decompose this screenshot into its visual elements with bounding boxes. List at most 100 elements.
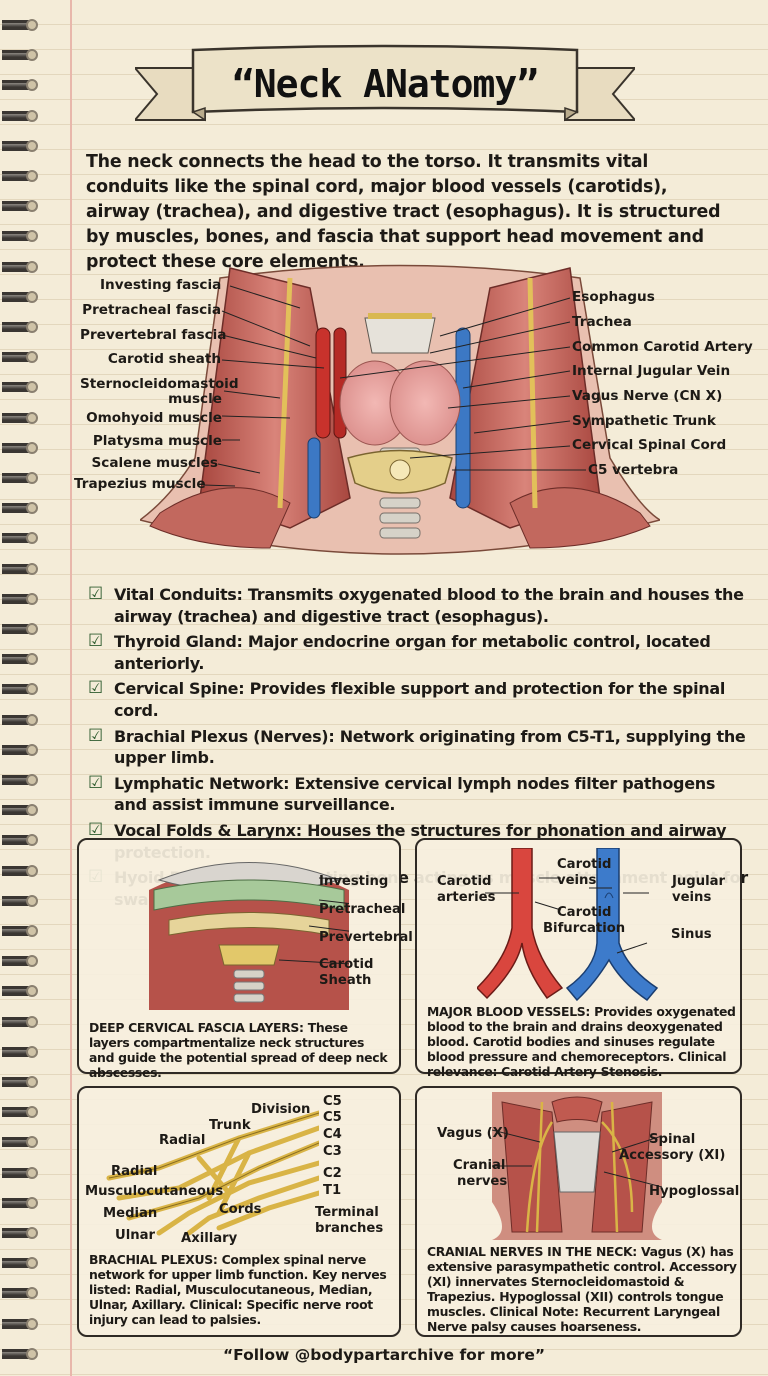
- label-platysma-muscle: Platysma muscle: [92, 433, 222, 449]
- label-investing: Investing: [319, 874, 389, 889]
- fascia-layers-illustration: [149, 862, 349, 1010]
- label-pretracheal: Pretracheal: [319, 902, 406, 917]
- checklist-item: ☑Brachial Plexus (Nerves): Network origi…: [88, 726, 748, 769]
- binding-hole: [26, 1227, 38, 1239]
- label-prevertebral-fascia: Prevertebral fascia: [80, 327, 227, 343]
- caption-text: Provides oxygenated blood to the brain a…: [427, 1004, 736, 1079]
- binding-hole: [26, 623, 38, 635]
- label-c4: C4: [323, 1127, 342, 1142]
- checklist-desc: Transmits oxygenated blood to the brain …: [114, 585, 744, 626]
- binding-hole: [26, 1166, 38, 1179]
- binding-hole: [26, 1136, 38, 1149]
- binding-hole: [26, 19, 38, 31]
- label-carotid-veins-1: Carotid: [557, 857, 612, 872]
- binding-hole: [26, 864, 38, 877]
- panel-brachial-plexus: Division Trunk Radial Radial Musculocuta…: [77, 1086, 401, 1337]
- checklist-term: Vocal Folds & Larynx:: [114, 820, 302, 840]
- binding-hole: [26, 200, 38, 213]
- label-investing-fascia: Investing fascia: [100, 277, 222, 293]
- binding-hole: [26, 532, 38, 545]
- checklist-term: Vital Conduits:: [114, 585, 243, 604]
- label-carotid-veins-2: veins: [557, 873, 597, 888]
- title-banner: “Neck ANatomy”: [132, 40, 638, 130]
- binding-hole: [26, 290, 38, 303]
- panel-cranial-nerves: Vagus (X) Cranial nerves Spinal Accessor…: [415, 1086, 742, 1337]
- caption-term: BRACHIAL PLEXUS:: [89, 1252, 218, 1267]
- binding-hole: [26, 1196, 38, 1209]
- caption-plexus: BRACHIAL PLEXUS: Complex spinal nerve ne…: [89, 1252, 394, 1327]
- binding-hole: [26, 834, 38, 847]
- binding-hole: [26, 592, 38, 605]
- label-axillary: Axillary: [181, 1231, 238, 1246]
- binding-hole: [26, 713, 38, 726]
- label-sheath: Sheath: [319, 973, 372, 988]
- neck-illustration: [138, 264, 662, 555]
- checklist-item-text: Vital Conduits: Transmits oxygenated blo…: [114, 584, 748, 627]
- label-carotid-arteries-2: arteries: [437, 890, 496, 905]
- label-radial-top: Radial: [159, 1133, 206, 1148]
- label-spinal: Spinal: [649, 1132, 696, 1147]
- label-carotid-sheath: Carotid sheath: [107, 351, 221, 367]
- binding-hole: [26, 502, 38, 515]
- checklist-item-text: Thyroid Gland: Major endocrine organ for…: [114, 631, 748, 674]
- checklist-item-text: Brachial Plexus (Nerves): Network origin…: [114, 726, 748, 769]
- label-division: Division: [251, 1102, 311, 1117]
- caption-term: CRANIAL NERVES IN THE NECK:: [427, 1244, 637, 1259]
- binding-hole: [26, 774, 38, 786]
- binding-hole: [26, 139, 38, 152]
- caption-text: Vagus (X) has extensive parasympathetic …: [427, 1244, 737, 1334]
- binding-hole: [26, 351, 38, 364]
- label-trachea: Trachea: [572, 314, 632, 330]
- caption-fascia: DEEP CERVICAL FASCIA LAYERS: These layer…: [89, 1020, 389, 1080]
- label-common-carotid-artery: Common Carotid Artery: [572, 339, 753, 355]
- label-terminal: Terminal: [315, 1205, 379, 1220]
- label-cranial-nerves-1: Cranial: [453, 1158, 506, 1173]
- caption-vessels: MAJOR BLOOD VESSELS: Provides oxygenated…: [427, 1004, 737, 1079]
- page-title: “Neck ANatomy”: [231, 62, 539, 106]
- label-hypoglossal: Hypoglossal: [649, 1184, 740, 1199]
- label-internal-jugular-vein: Internal Jugular Vein: [572, 363, 731, 379]
- label-omohyoid-muscle: Omohyoid muscle: [86, 410, 222, 426]
- label-carotid-bifurcation-1: Carotid: [557, 905, 612, 920]
- label-accessory: Accessory (XI): [619, 1148, 726, 1163]
- footer-follow: “Follow @bodypartarchive for more”: [222, 1346, 546, 1364]
- checklist-desc: Provides flexible support and protection…: [114, 679, 726, 720]
- label-carotid-arteries-1: Carotid: [437, 874, 492, 889]
- binding-hole: [26, 1347, 38, 1360]
- binding-hole: [26, 804, 38, 817]
- binding-hole: [26, 472, 38, 484]
- label-cords: Cords: [219, 1202, 262, 1217]
- binding-hole: [26, 925, 38, 937]
- label-ulnar: Ulnar: [115, 1228, 156, 1243]
- binding-hole: [26, 1106, 38, 1119]
- label-sternocleidomastoid: Sternocleidomastoid: [80, 376, 239, 392]
- label-carotid-bifurcation-2: Bifurcation: [543, 921, 626, 936]
- checkbox-checked-icon: ☑: [88, 772, 103, 793]
- checklist-term: Lymphatic Network:: [114, 773, 290, 793]
- binding-hole: [26, 653, 38, 666]
- label-median: Median: [103, 1206, 158, 1221]
- binding-hole: [26, 49, 38, 62]
- label-vagus: Vagus (X): [437, 1126, 509, 1141]
- binding-hole: [26, 1287, 38, 1300]
- label-c2: C2: [323, 1166, 342, 1181]
- label-carotid: Carotid: [319, 957, 374, 972]
- label-sympathetic-trunk: Sympathetic Trunk: [572, 413, 716, 429]
- checklist-term: Brachial Plexus (Nerves):: [114, 726, 335, 746]
- binding-hole: [26, 170, 38, 182]
- binding-hole: [26, 1317, 38, 1330]
- binding-hole: [26, 411, 38, 424]
- label-trunk: Trunk: [209, 1118, 251, 1133]
- label-t1: T1: [323, 1183, 342, 1198]
- binding-hole: [26, 743, 38, 756]
- checklist-desc: Extensive cervical lymph nodes filter pa…: [114, 773, 716, 815]
- caption-term: DEEP CERVICAL FASCIA LAYERS:: [89, 1020, 304, 1035]
- caption-text: These layers compartmentalize neck struc…: [89, 1020, 388, 1080]
- label-c5-a: C5: [323, 1094, 342, 1109]
- checklist-desc: Network originating from C5-T1, supplyin…: [114, 726, 746, 768]
- checkbox-checked-icon: ☑: [88, 631, 103, 652]
- brachial-plexus-illustration: [106, 1110, 319, 1236]
- checklist-desc: Major endocrine organ for metabolic cont…: [114, 632, 711, 673]
- label-branches: branches: [315, 1221, 384, 1236]
- scroll-ribbon-icon: [132, 44, 638, 122]
